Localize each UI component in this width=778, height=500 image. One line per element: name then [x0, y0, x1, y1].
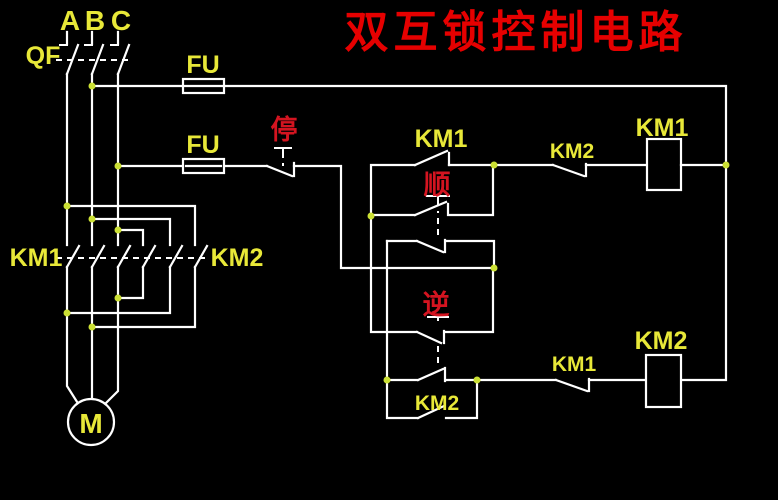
phase-entry-stubs: [65, 30, 120, 46]
km2-interlock-nc-contact: [551, 162, 588, 178]
km2-coil-symbol: [644, 353, 683, 409]
reverse-button-label: 逆: [423, 289, 450, 320]
km2-top-crossover-wires: [65, 204, 197, 247]
stop-output-wire: [292, 164, 496, 270]
qf-breaker: [56, 30, 133, 76]
phase-c-label: C: [111, 5, 131, 36]
forward-actuator: [426, 195, 450, 200]
forward-no-contact-row: [369, 164, 495, 217]
km1-selfhold-contact-symbol: [413, 149, 451, 167]
motor-lead-wires: [65, 265, 120, 407]
km1-main-contact-blades: [65, 244, 132, 269]
km2-coil-label: KM2: [635, 327, 688, 355]
km2-main-contact-blades: [141, 244, 209, 269]
fuse-main-label: FU: [186, 51, 219, 79]
km1-coil-label: KM1: [636, 114, 689, 142]
km1-interlock-label: KM1: [552, 353, 597, 376]
forward-nc-contact-row: [385, 238, 496, 270]
phase-a-label: A: [60, 5, 80, 36]
km2-selfhold-contact-row: [385, 378, 479, 420]
reverse-no-contact-row: [385, 366, 479, 383]
km2-selfhold-label: KM2: [415, 392, 459, 415]
km1-selfhold-label: KM1: [415, 125, 468, 153]
motor-symbol: [66, 397, 116, 447]
reverse-button-symbol: [369, 214, 495, 383]
motor-label: M: [79, 408, 102, 439]
km2-main-label: KM2: [211, 244, 264, 272]
reverse-nc-contact-row: [369, 214, 495, 345]
stop-nc-contact: [265, 161, 296, 178]
stop-button-label: 停: [271, 114, 298, 145]
control-top-bus: [90, 84, 728, 382]
km1-interlock-nc-contact: [554, 377, 591, 393]
km1-main-label: KM1: [10, 244, 63, 272]
forward-row-feed: [369, 163, 417, 218]
main-contacts: [56, 204, 209, 329]
qf-breaker-label: QF: [26, 42, 61, 70]
diagram-title: 双互锁控制电路: [345, 8, 688, 57]
km2-interlock-label: KM2: [550, 140, 594, 163]
breaker-blades: [65, 43, 131, 76]
km1-coil-symbol: [645, 137, 683, 192]
forward-button-symbol: [369, 164, 496, 270]
fuse-control-label: FU: [186, 131, 219, 159]
stop-actuator: [274, 147, 292, 152]
phase-b-label: B: [85, 5, 105, 36]
reverse-actuator: [427, 316, 449, 321]
junction-dots: [63, 82, 730, 384]
km2-bottom-crossover-wires: [65, 265, 197, 329]
forward-button-label: 顺: [424, 170, 451, 200]
stop-button-symbol: [265, 147, 296, 178]
